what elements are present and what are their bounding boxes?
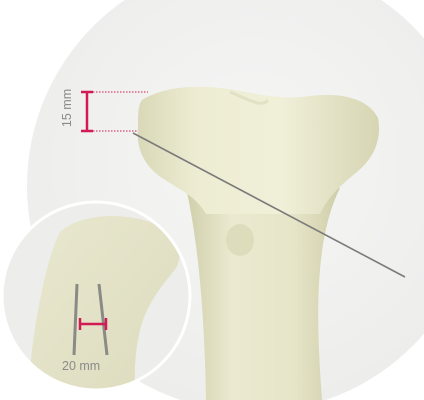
depth-label: 15 mm — [60, 89, 74, 127]
tibial-tuberosity — [226, 224, 254, 256]
tibia-shaft — [186, 188, 340, 400]
spacing-label: 20 mm — [62, 359, 100, 373]
